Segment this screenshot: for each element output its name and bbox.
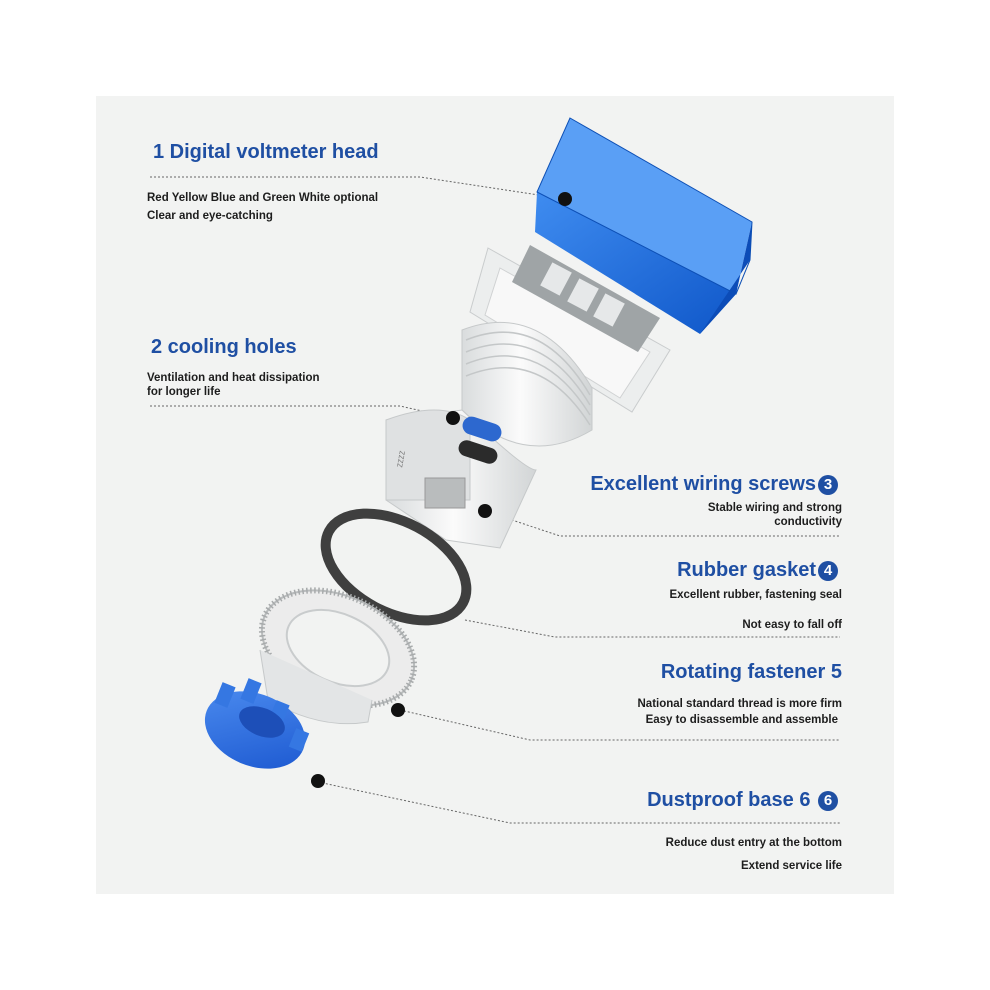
callout-dot-fastener (391, 703, 405, 717)
label-screws-line-1: Stable wiring and strong (707, 502, 842, 514)
label-head-line-1: Red Yellow Blue and Green White optional (147, 192, 379, 204)
rubber-gasket (320, 508, 472, 626)
label-gasket-badge: 4 (818, 561, 838, 581)
label-screws-text: Excellent wiring screws (590, 473, 816, 495)
leader-line-screws (484, 510, 840, 537)
label-head-line-2: Clear and eye-catching (147, 210, 273, 222)
label-holes-line-1: Ventilation and heat dissipation (147, 372, 320, 384)
label-screws-line-2: conductivity (774, 516, 842, 528)
threaded-body: ZZZZ (385, 321, 593, 549)
leader-line-head (150, 176, 566, 200)
leader-line-holes (150, 405, 454, 419)
callout-dot-base (311, 774, 325, 788)
label-base-line-2: Extend service life (741, 860, 842, 872)
label-head-title: 1 Digital voltmeter head (153, 141, 379, 163)
label-fastener-title: Rotating fastener 5 (660, 661, 842, 683)
leader-lines (150, 176, 840, 824)
label-fastener-line-2: Easy to disassemble and assemble (645, 714, 838, 726)
callout-dots (311, 192, 572, 788)
voltmeter-cap (535, 117, 753, 334)
svg-text:ZZZZ: ZZZZ (396, 450, 407, 468)
leader-line-gasket (464, 619, 840, 638)
callout-dot-head (558, 192, 572, 206)
label-screws-badge: 3 (818, 475, 838, 495)
callout-dot-holes (446, 411, 460, 425)
leader-line-fastener (399, 709, 840, 741)
label-gasket-text: Rubber gasket (677, 559, 816, 581)
leader-line-base (317, 781, 840, 824)
label-fastener-line-1: National standard thread is more firm (637, 698, 843, 710)
label-base-badge: 6 (818, 791, 838, 811)
label-gasket-line-1: Excellent rubber, fastening seal (669, 589, 842, 601)
label-holes-line-2: for longer life (147, 386, 221, 398)
dustproof-base (204, 678, 310, 769)
label-base-title: Dustproof base 6 6 (647, 788, 838, 812)
label-holes-title: 2 cooling holes (151, 336, 297, 358)
display-bezel (469, 245, 671, 413)
label-base-text: Dustproof base 6 (647, 789, 811, 811)
callout-dot-screws (478, 504, 492, 518)
label-gasket-line-2: Not easy to fall off (742, 619, 842, 631)
label-base-line-1: Reduce dust entry at the bottom (665, 837, 842, 849)
